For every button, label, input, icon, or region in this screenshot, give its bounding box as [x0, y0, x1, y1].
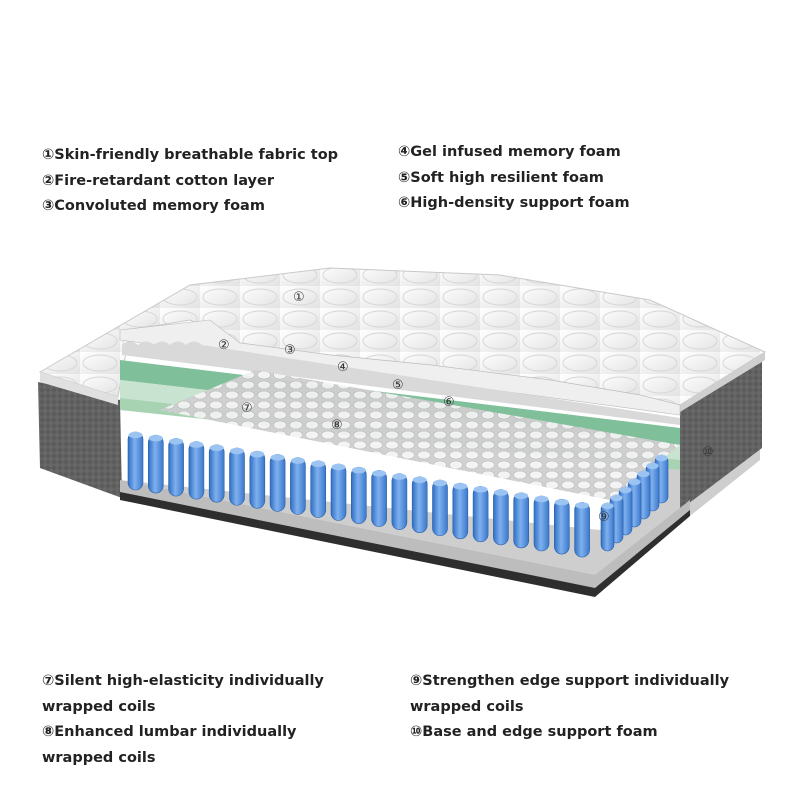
blue-coil: [290, 457, 306, 515]
blue-coil: [310, 460, 327, 518]
callout-3: ③: [284, 343, 296, 358]
legend-item-4: ④Gel infused memory foam: [398, 144, 621, 160]
blue-coil: [371, 470, 387, 527]
blue-coil: [574, 502, 590, 558]
callout-5: ⑤: [392, 378, 404, 393]
legend-item-8-line2: wrapped coils: [42, 749, 156, 766]
legend-item-9-line1: ⑨Strengthen edge support individually: [410, 673, 730, 689]
blue-coil: [411, 476, 428, 533]
blue-coil: [513, 492, 530, 549]
blue-coil: [168, 438, 184, 497]
legend-item-5: ⑤Soft high resilient foam: [398, 169, 604, 186]
blue-coil: [188, 441, 205, 500]
blue-coil: [553, 498, 570, 555]
blue-coil: [229, 447, 245, 506]
callout-6: ⑥: [443, 395, 455, 410]
callout-1: ①: [293, 290, 305, 305]
blue-coil: [249, 450, 266, 509]
legend-item-1: ①Skin-friendly breathable fabric top: [42, 147, 339, 163]
blue-coil: [432, 479, 448, 537]
legend-top-left: ①Skin-friendly breathable fabric top ②Fi…: [42, 143, 338, 220]
callout-8: ⑧: [331, 418, 343, 433]
legend-item-2: ②Fire-retardant cotton layer: [42, 172, 274, 189]
blue-coil: [600, 502, 615, 552]
blue-coil: [148, 434, 164, 494]
legend-bottom-left: ⑦Silent high-elasticity individually wra…: [42, 669, 324, 771]
blue-coil-row: [127, 431, 590, 558]
legend-top-right: ④Gel infused memory foam ⑤Soft high resi…: [398, 140, 630, 217]
blue-coil: [533, 495, 550, 552]
legend-bottom-right: ⑨Strengthen edge support individually wr…: [410, 669, 729, 746]
callout-2: ②: [218, 338, 230, 353]
blue-coil: [350, 466, 367, 524]
callout-9: ⑨: [598, 510, 610, 525]
blue-coil: [493, 489, 509, 546]
blue-coil: [208, 444, 225, 503]
blue-coil: [330, 463, 347, 521]
legend-item-7-line2: wrapped coils: [42, 698, 156, 715]
blue-coil: [472, 486, 489, 543]
callout-10: ⑩: [702, 445, 714, 460]
callout-7: ⑦: [241, 401, 253, 416]
blue-coil: [391, 473, 408, 530]
callouts: ① ② ③ ④ ⑤ ⑥ ⑦ ⑧ ⑨ ⑩: [218, 290, 714, 525]
legend-item-6: ⑥High-density support foam: [398, 195, 630, 211]
blue-coil: [452, 482, 469, 540]
blue-coil-column: [600, 454, 669, 552]
legend-item-10: ⑩Base and edge support foam: [410, 724, 658, 740]
legend-item-8-line1: ⑧Enhanced lumbar individually: [42, 724, 297, 740]
legend-item-3: ③Convoluted memory foam: [42, 198, 265, 214]
blue-coil: [269, 454, 286, 512]
coil-field: [160, 370, 680, 500]
blue-coil: [127, 431, 144, 491]
callout-4: ④: [337, 360, 349, 375]
legend-item-7-line1: ⑦Silent high-elasticity individually: [42, 673, 324, 689]
legend-item-9-line2: wrapped coils: [410, 698, 524, 715]
